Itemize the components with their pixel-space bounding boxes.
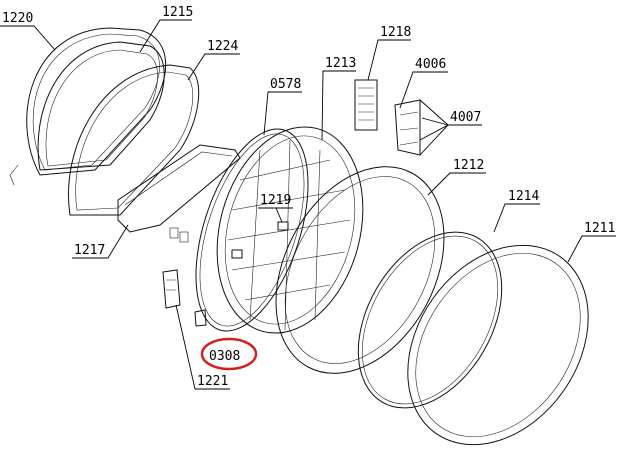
part-1224-ring: [68, 64, 200, 216]
label-part-4007: 4007: [450, 110, 481, 125]
label-part-1215: 1215: [162, 5, 193, 20]
leader-lines: [0, 19, 616, 390]
part-0578-ring: [195, 128, 309, 332]
label-part-1220: 1220: [2, 11, 33, 26]
label-part-1221: 1221: [197, 374, 228, 389]
part-1218-hinge-cover: [354, 79, 378, 131]
part-1213-door-frame: [216, 126, 364, 334]
label-part-1213: 1213: [325, 56, 356, 71]
label-part-1219: 1219: [260, 193, 291, 208]
label-part-1212: 1212: [453, 158, 484, 173]
part-1217-tray: [117, 144, 241, 243]
label-part-1217: 1217: [74, 243, 105, 258]
part-1215-seal: [37, 41, 165, 171]
part-1220-gasket: [9, 27, 167, 186]
part-1212-door-ring: [275, 166, 445, 374]
label-part-1218: 1218: [380, 25, 411, 40]
label-part-1211: 1211: [584, 221, 615, 236]
label-part-4006: 4006: [415, 57, 446, 72]
label-part-0578: 0578: [270, 77, 301, 92]
highlight-circle-0308: [200, 337, 258, 371]
label-part-1214: 1214: [508, 189, 539, 204]
part-1211-outer-frame: [407, 244, 589, 446]
label-part-1224: 1224: [207, 39, 238, 54]
part-4006-hinge: [394, 99, 421, 156]
part-1221-lock: [162, 269, 181, 309]
part-1214-glass: [357, 231, 503, 409]
part-0308-clip: [194, 309, 207, 327]
label-part-0308: 0308: [209, 349, 240, 364]
part-1219-clips: [231, 221, 289, 259]
